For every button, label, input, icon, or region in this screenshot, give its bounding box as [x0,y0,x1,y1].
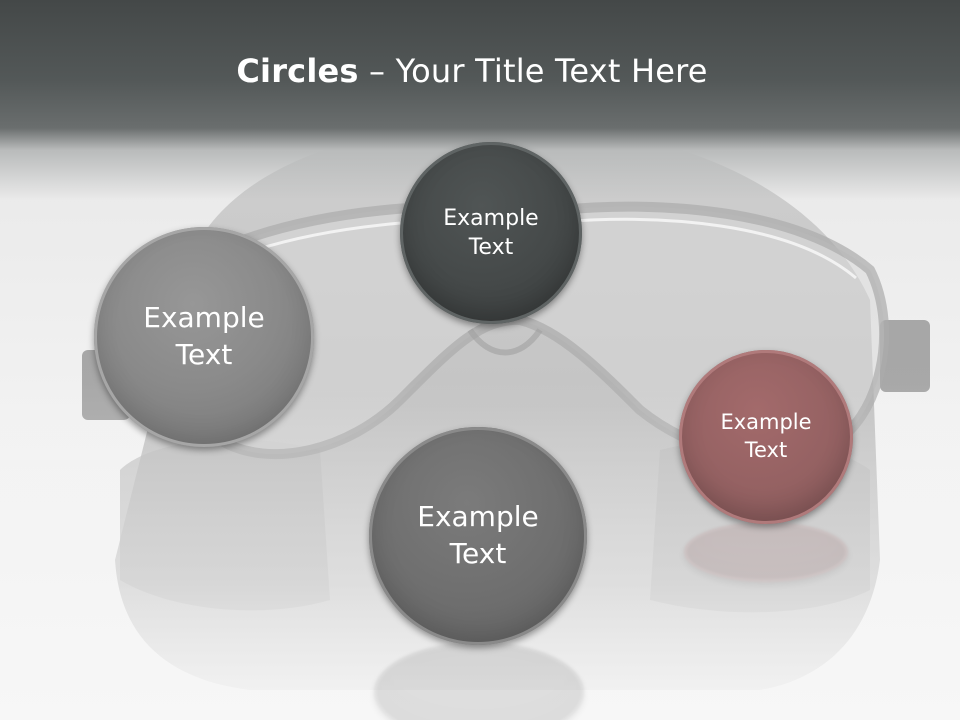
circle-red-right[interactable]: Example Text [679,350,853,524]
circle-reflection [374,642,584,720]
title-rest: – Your Title Text Here [358,52,708,90]
circle-gray-large[interactable]: Example Text [94,227,314,447]
circle-label: Example Text [143,301,265,371]
slide-title: Circles – Your Title Text Here [0,52,944,90]
circle-dark-top[interactable]: Example Text [400,142,582,324]
circle-label: Example Text [417,500,539,570]
circle-label: Example Text [720,410,812,462]
circle-label: Example Text [443,205,539,260]
circle-reflection [684,522,848,582]
title-bold: Circles [236,52,359,90]
circle-mid-bottom[interactable]: Example Text [369,427,587,645]
